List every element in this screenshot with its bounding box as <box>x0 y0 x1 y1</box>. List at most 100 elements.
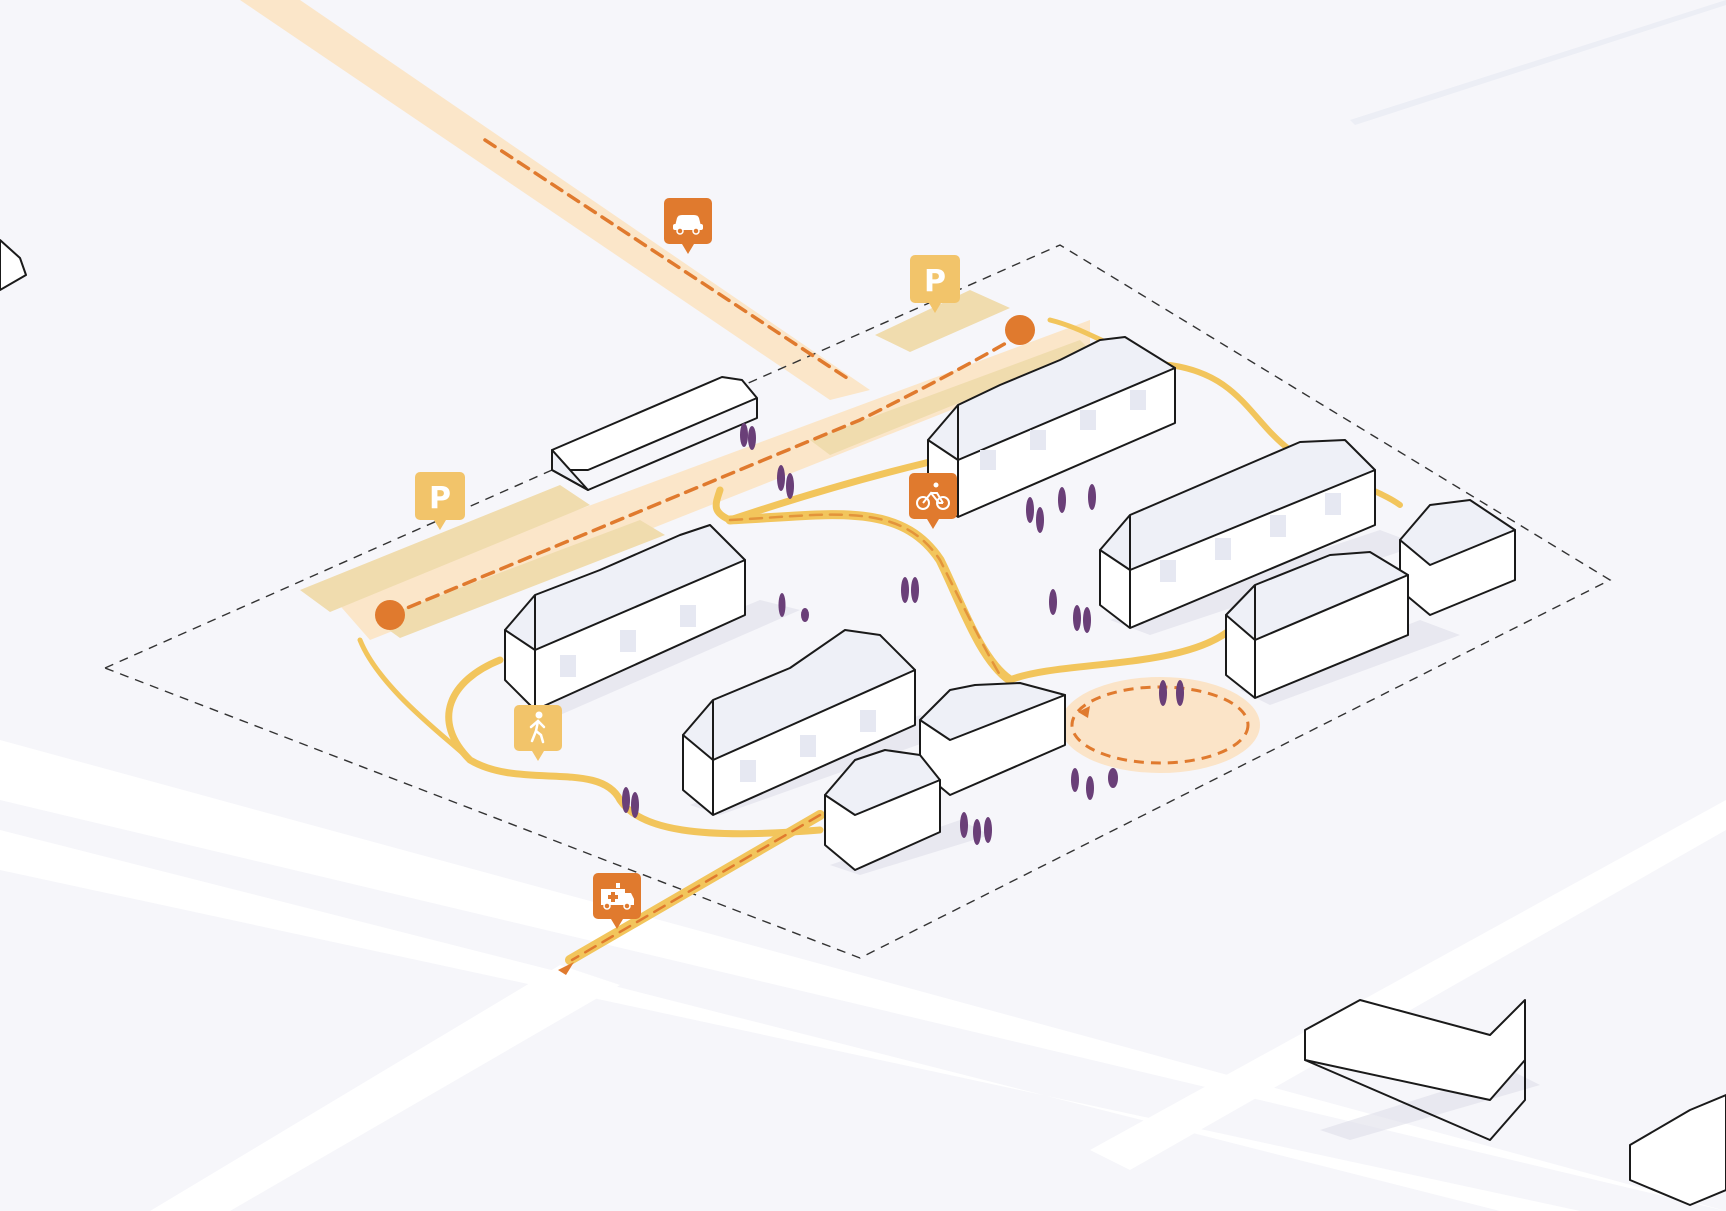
person <box>1026 497 1034 523</box>
pedestrian-icon <box>529 711 546 744</box>
person <box>631 792 639 818</box>
gathering-area <box>1060 677 1260 773</box>
person <box>1108 768 1118 788</box>
car-routes <box>388 138 1022 962</box>
building-g-roof <box>824 749 941 816</box>
building-offsite-west-edge <box>0 239 27 291</box>
building-block-b-window-1 <box>1160 560 1176 582</box>
marker-car-pointer <box>682 244 694 254</box>
gathering-arrow <box>1078 706 1090 718</box>
building-offsite-southeast-roof <box>1304 999 1526 1101</box>
person <box>786 473 794 499</box>
person <box>984 817 992 843</box>
person <box>748 426 756 450</box>
building-block-b-window-4 <box>1325 493 1341 515</box>
building-offsite-southeast <box>1304 999 1526 1141</box>
building-offsite-east-edge-body <box>1629 1094 1726 1206</box>
car-route-diagonal <box>483 138 852 382</box>
bicycle-icon <box>916 482 950 510</box>
person <box>1058 487 1066 513</box>
building-block-d-roof <box>504 524 746 651</box>
street-lower-left-band <box>0 740 1726 1211</box>
path-bike-branch <box>726 451 964 524</box>
people-group-center <box>901 577 919 603</box>
parking-label: P <box>924 264 946 299</box>
buildings <box>0 239 1726 1206</box>
map-markers: P P <box>415 198 960 929</box>
building-block-d <box>504 524 746 711</box>
building-block-d-window-2 <box>620 630 636 652</box>
people-group-south-east <box>1071 768 1118 800</box>
building-block-a-window-2 <box>1030 430 1046 450</box>
building-long-northwest <box>551 376 758 491</box>
shadow-4 <box>1240 620 1460 705</box>
street-right-diagonal <box>1090 800 1726 1170</box>
parking-label: P <box>429 481 451 516</box>
person <box>777 465 785 491</box>
building-f-roof <box>919 682 1066 741</box>
people-group-gathering <box>1159 680 1184 706</box>
person <box>740 423 748 447</box>
people-group-northeast <box>1026 484 1096 533</box>
shadow-1 <box>520 600 800 715</box>
street-upper-right-faint <box>1350 0 1726 125</box>
building-block-d-window-3 <box>680 605 696 627</box>
marker-pedestrian-background <box>514 705 562 751</box>
person <box>901 577 909 603</box>
marker-parking-right[interactable]: P <box>910 255 960 313</box>
people-group-path <box>777 465 794 499</box>
marker-bicycle[interactable] <box>909 473 957 529</box>
person <box>1071 768 1079 792</box>
building-block-e-window-3 <box>860 710 876 732</box>
building-block-a-window-1 <box>980 450 996 470</box>
building-house-east <box>1399 499 1516 616</box>
building-block-a-window-4 <box>1130 390 1146 410</box>
building-offsite-southeast-outline <box>1304 1030 1526 1141</box>
person <box>778 593 786 617</box>
parking-strip-middle <box>810 340 1090 455</box>
person <box>960 812 968 838</box>
building-block-c <box>1225 551 1409 699</box>
people-group-west <box>778 593 809 622</box>
building-block-e-window-2 <box>800 735 816 757</box>
marker-parking-left-background <box>415 472 465 520</box>
path-east-curve <box>1006 626 1234 684</box>
people <box>622 423 1184 845</box>
building-offsite-west-edge-body <box>0 239 27 291</box>
building-block-b <box>1099 439 1376 629</box>
ambulance-route-arrow <box>558 962 574 975</box>
building-block-e-roof <box>682 629 916 761</box>
building-block-b-window-2 <box>1215 538 1231 560</box>
marker-parking-right-pointer <box>929 303 941 313</box>
person <box>1159 680 1167 706</box>
person <box>1176 680 1184 706</box>
people-group-southwest <box>622 787 639 818</box>
path-bike-main <box>725 510 1015 685</box>
car-route-main <box>388 333 1022 617</box>
marker-ambulance[interactable] <box>593 873 641 929</box>
marker-bicycle-pointer <box>927 519 939 529</box>
car-route-endpoint-left <box>375 600 405 630</box>
marker-pedestrian-pointer <box>532 751 544 761</box>
person <box>1086 776 1094 800</box>
building-block-b-window-3 <box>1270 515 1286 537</box>
marker-pedestrian[interactable] <box>514 705 562 761</box>
marker-ambulance-pointer <box>611 919 623 929</box>
building-offsite-east-edge <box>1629 1094 1726 1206</box>
people-group-east <box>1049 589 1091 633</box>
car-icon <box>673 215 703 235</box>
path-north-entry <box>712 486 734 524</box>
building-block-a-window-3 <box>1080 410 1096 430</box>
marker-parking-left[interactable]: P <box>415 472 465 530</box>
street-cross-diagonal <box>150 965 620 1211</box>
people-group-south <box>960 812 992 845</box>
person <box>1036 507 1044 533</box>
person <box>1073 605 1081 631</box>
marker-car[interactable] <box>664 198 712 254</box>
people-group-north <box>740 423 756 450</box>
parking-strip-left <box>300 485 590 612</box>
marker-parking-left-pointer <box>434 520 446 530</box>
person <box>911 577 919 603</box>
building-block-d-window-1 <box>560 655 576 677</box>
